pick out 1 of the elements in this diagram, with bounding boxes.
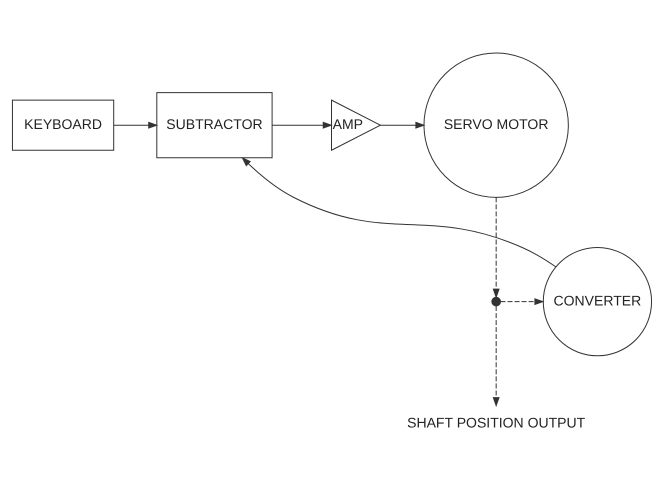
node-text: SHAFT POSITION OUTPUT — [407, 414, 586, 431]
